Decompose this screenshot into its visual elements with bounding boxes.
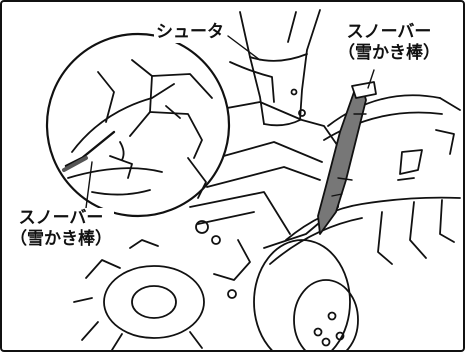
snow-bar-label-left-line1: スノーバー — [18, 208, 104, 228]
snow-bar-label-top: スノーバー （雪かき棒） — [336, 22, 442, 64]
snow-bar-label-top-line2: （雪かき棒） — [338, 43, 440, 63]
leader-lines — [85, 35, 375, 209]
inset-circle — [45, 32, 231, 218]
chute-label-text: シュータ — [156, 22, 224, 42]
snow-bar-label-left-line2: （雪かき棒） — [10, 229, 112, 249]
snow-bar-label-top-line1: スノーバー — [346, 22, 432, 42]
chute-label: シュータ — [154, 22, 226, 43]
chute-drawing — [229, 9, 321, 127]
auger-blades-left — [73, 239, 205, 350]
snow-bar-tool — [317, 81, 377, 235]
auger-housing — [253, 94, 461, 350]
snow-bar-label-left: スノーバー （雪かき棒） — [8, 208, 114, 250]
machine-body — [179, 101, 343, 299]
